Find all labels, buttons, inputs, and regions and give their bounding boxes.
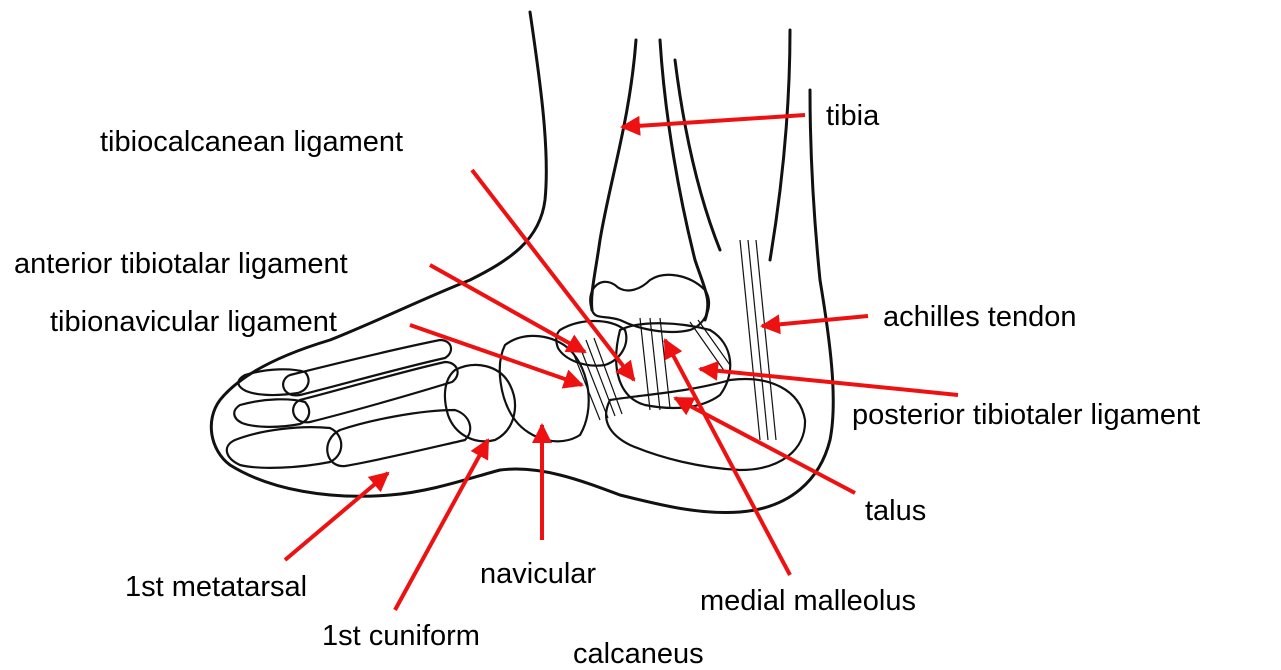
- label-anterior-tibiotalar-ligament: anterior tibiotalar ligament: [14, 250, 348, 279]
- label-achilles-tendon: achilles tendon: [883, 303, 1076, 332]
- label-tibia: tibia: [826, 102, 879, 131]
- label-medial-malleolus: medial malleolus: [700, 587, 916, 616]
- label-talus: talus: [865, 497, 926, 526]
- cuneiform-bone: [445, 365, 515, 441]
- metatarsal-2: [293, 362, 457, 422]
- talus-bone: [616, 323, 730, 408]
- navicular-bone: [500, 336, 589, 441]
- label-tibiocalcanean-ligament: tibiocalcanean ligament: [100, 128, 403, 157]
- calcaneus-bone: [606, 379, 805, 470]
- label-calcaneus: calcaneus: [573, 640, 704, 669]
- toe-phalanx-2: [234, 399, 309, 427]
- first-cuniform-arrow: [395, 440, 488, 610]
- achilles-arrow: [762, 316, 868, 326]
- label-1st-cuniform: 1st cuniform: [322, 622, 480, 651]
- first-metatarsal-arrow: [285, 473, 388, 560]
- label-tibionavicular-ligament: tibionavicular ligament: [50, 308, 337, 337]
- calf-back-line: [770, 30, 790, 260]
- hallux-phalanx: [227, 427, 341, 468]
- label-1st-metatarsal: 1st metatarsal: [125, 573, 307, 602]
- label-arrows: [285, 115, 958, 610]
- label-posterior-tibiotaler-ligament: posterior tibiotaler ligament: [852, 401, 1200, 430]
- tibia-left-edge: [592, 40, 636, 310]
- label-navicular: navicular: [480, 560, 596, 589]
- tibiocalcanean-arrow: [472, 170, 634, 380]
- posterior-tibiotaler-arrow: [700, 369, 958, 395]
- fibula-line: [675, 60, 720, 250]
- tibia-arrow: [622, 115, 805, 127]
